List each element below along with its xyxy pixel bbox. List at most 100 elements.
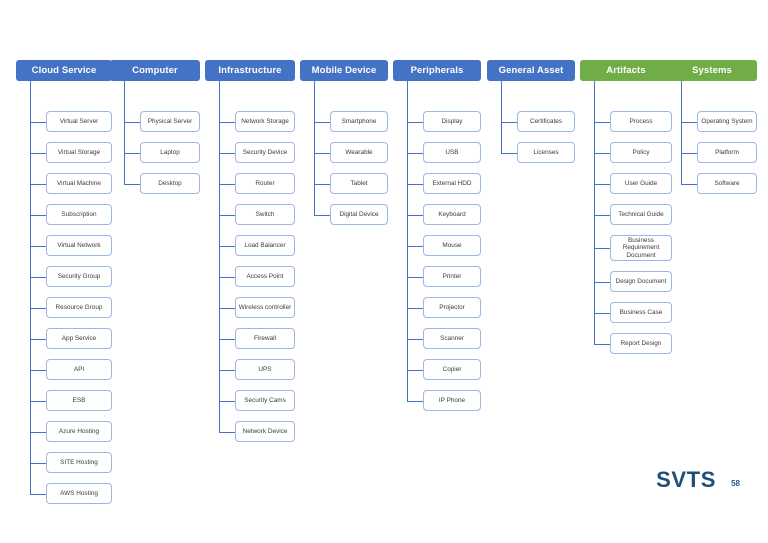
taxonomy-node[interactable]: Keyboard bbox=[423, 204, 481, 225]
taxonomy-node[interactable]: Platform bbox=[697, 142, 757, 163]
taxonomy-node[interactable]: Access Point bbox=[235, 266, 295, 287]
taxonomy-node[interactable]: Network Device bbox=[235, 421, 295, 442]
taxonomy-node[interactable]: Copier bbox=[423, 359, 481, 380]
taxonomy-node[interactable]: Digital Device bbox=[330, 204, 388, 225]
column-header[interactable]: Computer bbox=[110, 60, 200, 81]
connector-stub bbox=[407, 183, 423, 185]
taxonomy-node[interactable]: Report Design bbox=[610, 333, 672, 354]
connector-stub bbox=[314, 183, 330, 185]
connector-stub bbox=[219, 369, 235, 371]
taxonomy-node[interactable]: Operating System bbox=[697, 111, 757, 132]
taxonomy-node[interactable]: Switch bbox=[235, 204, 295, 225]
connector-stub bbox=[30, 462, 46, 464]
taxonomy-node[interactable]: SITE Hosting bbox=[46, 452, 112, 473]
taxonomy-node[interactable]: App Service bbox=[46, 328, 112, 349]
connector-stub bbox=[30, 369, 46, 371]
taxonomy-node[interactable]: IP Phone bbox=[423, 390, 481, 411]
connector-stub bbox=[681, 152, 697, 154]
connector-stub bbox=[594, 183, 610, 185]
connector-stub bbox=[407, 276, 423, 278]
connector-spine bbox=[501, 81, 502, 154]
connector-stub bbox=[407, 369, 423, 371]
connector-stub bbox=[219, 121, 235, 123]
taxonomy-node[interactable]: Software bbox=[697, 173, 757, 194]
taxonomy-node[interactable]: Process bbox=[610, 111, 672, 132]
connector-stub bbox=[407, 245, 423, 247]
connector-spine bbox=[681, 81, 682, 185]
taxonomy-node[interactable]: Laptop bbox=[140, 142, 200, 163]
taxonomy-node[interactable]: Load Balancer bbox=[235, 235, 295, 256]
taxonomy-node[interactable]: Printer bbox=[423, 266, 481, 287]
taxonomy-node[interactable]: Mouse bbox=[423, 235, 481, 256]
connector-stub bbox=[124, 183, 140, 185]
column-header[interactable]: Mobile Device bbox=[300, 60, 388, 81]
connector-stub bbox=[219, 214, 235, 216]
svts-logo: SVTS bbox=[656, 467, 716, 492]
taxonomy-node[interactable]: Router bbox=[235, 173, 295, 194]
taxonomy-node[interactable]: Wireless controller bbox=[235, 297, 295, 318]
taxonomy-node[interactable]: Virtual Machine bbox=[46, 173, 112, 194]
taxonomy-node[interactable]: Security Group bbox=[46, 266, 112, 287]
taxonomy-node[interactable]: UPS bbox=[235, 359, 295, 380]
taxonomy-node[interactable]: Scanner bbox=[423, 328, 481, 349]
connector-stub bbox=[30, 276, 46, 278]
connector-stub bbox=[314, 152, 330, 154]
taxonomy-node[interactable]: Subscription bbox=[46, 204, 112, 225]
connector-stub bbox=[594, 152, 610, 154]
connector-stub bbox=[594, 343, 610, 345]
taxonomy-node[interactable]: Network Storage bbox=[235, 111, 295, 132]
taxonomy-node[interactable]: API bbox=[46, 359, 112, 380]
taxonomy-node[interactable]: Virtual Server bbox=[46, 111, 112, 132]
taxonomy-node[interactable]: Wearable bbox=[330, 142, 388, 163]
taxonomy-node[interactable]: Display bbox=[423, 111, 481, 132]
taxonomy-node[interactable]: Projector bbox=[423, 297, 481, 318]
connector-stub bbox=[681, 183, 697, 185]
taxonomy-node[interactable]: Design Document bbox=[610, 271, 672, 292]
connector-spine bbox=[407, 81, 408, 402]
connector-stub bbox=[30, 214, 46, 216]
taxonomy-node[interactable]: Policy bbox=[610, 142, 672, 163]
column-header[interactable]: Infrastructure bbox=[205, 60, 295, 81]
taxonomy-node[interactable]: Tablet bbox=[330, 173, 388, 194]
taxonomy-node[interactable]: Virtual Network bbox=[46, 235, 112, 256]
taxonomy-node[interactable]: User Guide bbox=[610, 173, 672, 194]
connector-stub bbox=[501, 152, 517, 154]
connector-spine bbox=[314, 81, 315, 216]
taxonomy-node[interactable]: Physical Server bbox=[140, 111, 200, 132]
column-header[interactable]: General Asset bbox=[487, 60, 575, 81]
taxonomy-node[interactable]: External HDD bbox=[423, 173, 481, 194]
taxonomy-node[interactable]: Licenses bbox=[517, 142, 575, 163]
taxonomy-node[interactable]: Firewall bbox=[235, 328, 295, 349]
connector-stub bbox=[124, 152, 140, 154]
taxonomy-node[interactable]: Certificates bbox=[517, 111, 575, 132]
taxonomy-node[interactable]: Desktop bbox=[140, 173, 200, 194]
connector-stub bbox=[219, 338, 235, 340]
taxonomy-node[interactable]: ESB bbox=[46, 390, 112, 411]
taxonomy-node[interactable]: Security Cams bbox=[235, 390, 295, 411]
page-number: 58 bbox=[731, 479, 740, 488]
connector-stub bbox=[314, 121, 330, 123]
taxonomy-node[interactable]: Resource Group bbox=[46, 297, 112, 318]
column-header[interactable]: Systems bbox=[667, 60, 757, 81]
taxonomy-node[interactable]: Virtual Storage bbox=[46, 142, 112, 163]
column-header[interactable]: Peripherals bbox=[393, 60, 481, 81]
taxonomy-node[interactable]: Azure Hosting bbox=[46, 421, 112, 442]
taxonomy-node[interactable]: Security Device bbox=[235, 142, 295, 163]
taxonomy-node[interactable]: Smartphone bbox=[330, 111, 388, 132]
taxonomy-node[interactable]: USB bbox=[423, 142, 481, 163]
column-header[interactable]: Cloud Service bbox=[16, 60, 112, 81]
connector-stub bbox=[30, 338, 46, 340]
connector-stub bbox=[219, 400, 235, 402]
column-header[interactable]: Artifacts bbox=[580, 60, 672, 81]
connector-stub bbox=[30, 493, 46, 495]
connector-stub bbox=[219, 307, 235, 309]
taxonomy-node[interactable]: Business Case bbox=[610, 302, 672, 323]
taxonomy-node[interactable]: Technical Guide bbox=[610, 204, 672, 225]
taxonomy-node[interactable]: Business Requirement Document bbox=[610, 235, 672, 261]
taxonomy-node[interactable]: AWS Hosting bbox=[46, 483, 112, 504]
